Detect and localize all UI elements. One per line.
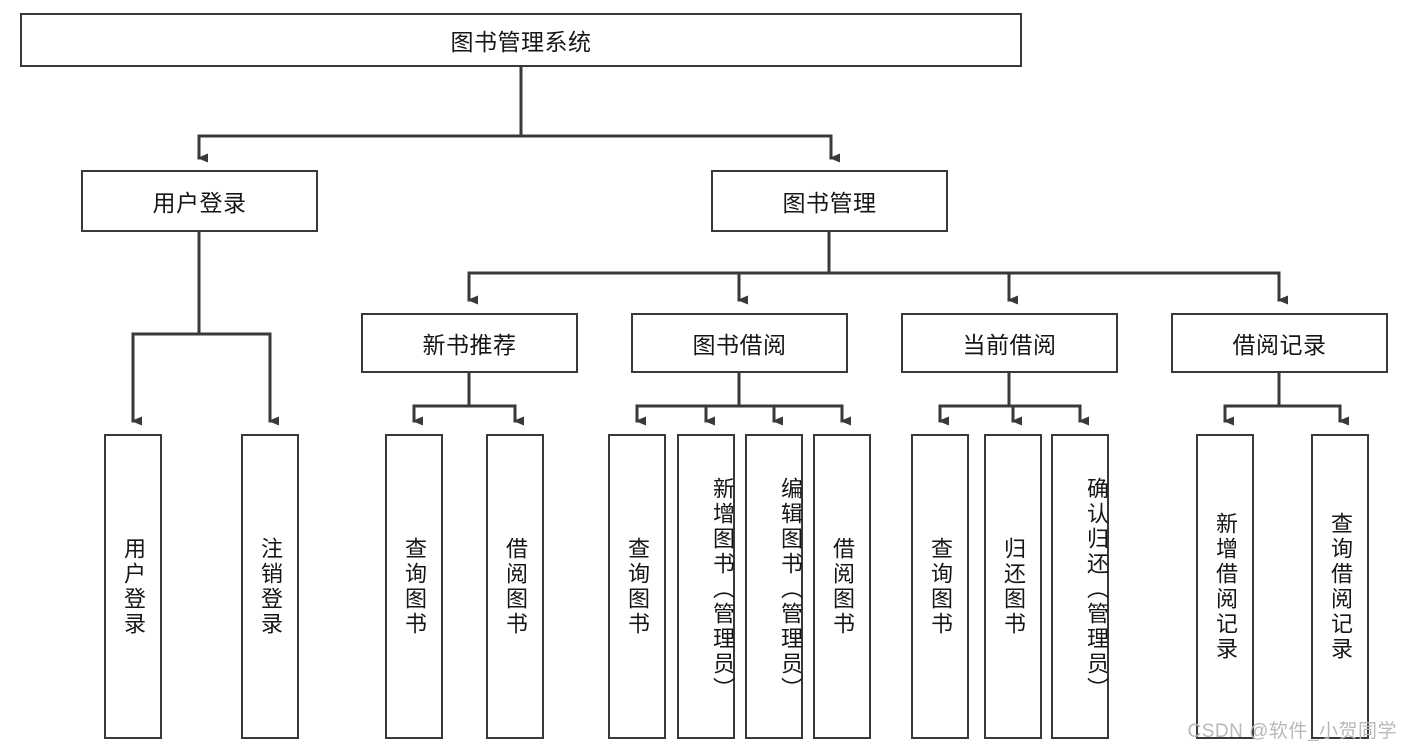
watermark-label: CSDN @软件_小贺同学 <box>1187 721 1397 742</box>
node-new-book-recommend[interactable]: 新书推荐 <box>361 313 578 373</box>
node-book-borrow[interactable]: 图书借阅 <box>631 313 848 373</box>
node-leaf-add-borrow-record[interactable]: 新增借阅记录 <box>1196 434 1254 739</box>
node-leaf-confirm-return-admin[interactable]: 确认归还（管理员） <box>1051 434 1109 739</box>
node-current-borrow[interactable]: 当前借阅 <box>901 313 1118 373</box>
node-root-system[interactable]: 图书管理系统 <box>20 13 1022 67</box>
node-leaf-user-login[interactable]: 用户登录 <box>104 434 162 739</box>
node-leaf-edit-book-admin[interactable]: 编辑图书（管理员） <box>745 434 803 739</box>
node-leaf-query-book-recommend[interactable]: 查询图书 <box>385 434 443 739</box>
node-leaf-logout[interactable]: 注销登录 <box>241 434 299 739</box>
node-borrow-record[interactable]: 借阅记录 <box>1171 313 1388 373</box>
node-leaf-return-book[interactable]: 归还图书 <box>984 434 1042 739</box>
node-leaf-borrow-book[interactable]: 借阅图书 <box>813 434 871 739</box>
node-leaf-add-book-admin[interactable]: 新增图书（管理员） <box>677 434 735 739</box>
node-leaf-query-borrow-record[interactable]: 查询借阅记录 <box>1311 434 1369 739</box>
node-leaf-query-book-current[interactable]: 查询图书 <box>911 434 969 739</box>
node-user-login[interactable]: 用户登录 <box>81 170 318 232</box>
node-book-management[interactable]: 图书管理 <box>711 170 948 232</box>
node-leaf-query-book-borrow[interactable]: 查询图书 <box>608 434 666 739</box>
node-leaf-borrow-book-recommend[interactable]: 借阅图书 <box>486 434 544 739</box>
